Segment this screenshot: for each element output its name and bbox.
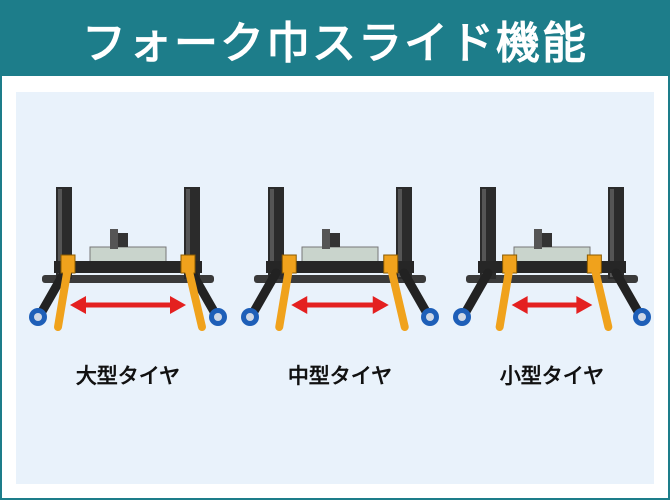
arrow-right-head-icon	[170, 296, 186, 314]
wheel-right-hub	[638, 313, 646, 321]
motor-block	[118, 233, 128, 247]
header-bar: フォーク巾スライド機能	[2, 2, 668, 76]
page-title: フォーク巾スライド機能	[82, 18, 588, 69]
illustration-panel: 大型タイヤ 中型タイヤ 小型タイヤ	[16, 92, 654, 484]
crossbar	[54, 261, 202, 273]
wheel-left-hub	[458, 313, 466, 321]
leg-left	[247, 268, 281, 320]
caption-small-tire: 小型タイヤ	[499, 364, 605, 388]
motor-block	[542, 233, 552, 247]
control-post	[110, 229, 118, 249]
arm-right	[184, 263, 206, 331]
upright-right-highlight	[398, 189, 402, 277]
fork-lift-illustration-large	[29, 187, 227, 331]
caption-medium-tire: 中型タイヤ	[287, 364, 393, 388]
leg-left	[35, 268, 69, 320]
center-box	[89, 246, 167, 264]
upright-left-highlight	[482, 189, 486, 277]
upright-right-highlight	[186, 189, 190, 277]
upright-left-highlight	[270, 189, 274, 277]
base-plate	[42, 275, 214, 283]
arm-right	[590, 263, 613, 331]
crossbar	[478, 261, 626, 273]
wheel-right-hub	[214, 313, 222, 321]
arm-left	[54, 263, 72, 331]
leg-right	[399, 268, 433, 320]
upright-left-highlight	[58, 189, 62, 277]
fork-lift-illustration-medium	[241, 187, 439, 331]
machine-large-tire	[28, 177, 228, 337]
arrow-left-head-icon	[291, 296, 308, 314]
wheel-left-hub	[34, 313, 42, 321]
leg-right	[187, 268, 221, 320]
fork-lift-illustration-small	[453, 187, 651, 331]
wheel-left-hub	[246, 313, 254, 321]
base-plate	[254, 275, 426, 283]
leg-left	[459, 268, 493, 320]
arm-left	[275, 263, 294, 331]
center-box	[513, 246, 591, 264]
upright-right-highlight	[610, 189, 614, 277]
arrow-left-head-icon	[511, 296, 528, 314]
motor-block	[330, 233, 340, 247]
arrow-right-head-icon	[576, 296, 593, 314]
wheel-right-hub	[426, 313, 434, 321]
machine-small-tire	[452, 177, 652, 337]
leg-right	[611, 268, 645, 320]
machine-medium-tire	[240, 177, 440, 337]
center-box	[301, 246, 379, 264]
caption-large-tire: 大型タイヤ	[75, 364, 181, 388]
arm-left	[495, 263, 514, 331]
arm-right	[386, 263, 409, 331]
arrow-left-head-icon	[70, 296, 86, 314]
control-post	[322, 229, 330, 249]
arrow-right-head-icon	[372, 296, 389, 314]
crossbar	[266, 261, 414, 273]
control-post	[534, 229, 542, 249]
